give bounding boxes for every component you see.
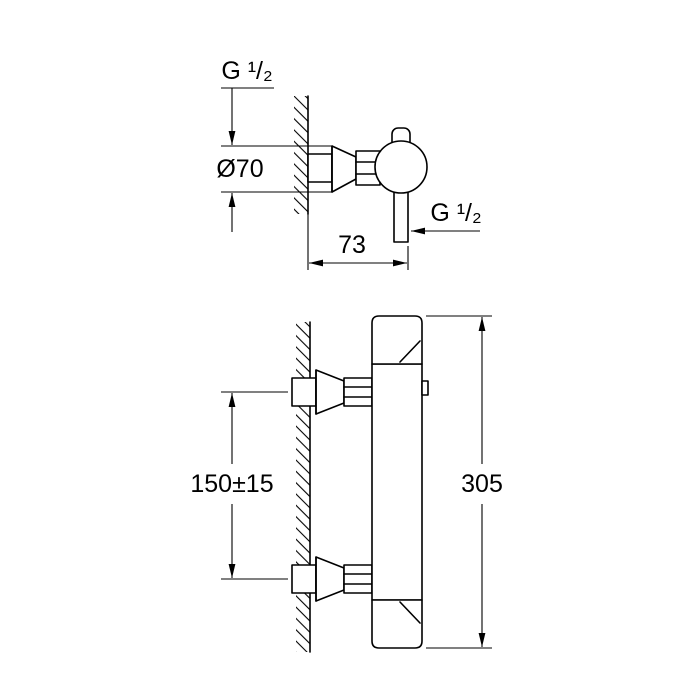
wall-hatch-top-view (294, 96, 308, 214)
width-label: 73 (338, 231, 366, 259)
thread-size-label-top: G ¹/₂ (221, 57, 272, 85)
height-label: 305 (461, 470, 503, 498)
escutcheon-cone (315, 369, 345, 415)
dimension-height-305: 305 (426, 315, 503, 649)
inlet-fitting-side (307, 145, 381, 193)
dimension-centers-150: 150±15 (190, 391, 288, 580)
handle-grip-line (399, 601, 421, 624)
dimension-width-73: 73 (307, 214, 409, 270)
escutcheon-cone (315, 556, 345, 602)
body-tube (371, 363, 423, 601)
dimension-thread-right: G ¹/₂ (411, 199, 482, 235)
wall-section-top-view (294, 95, 309, 215)
side-port (421, 380, 429, 396)
thread-size-label-right: G ¹/₂ (430, 199, 481, 227)
union-square-fitting (291, 377, 317, 407)
escutcheon-cone (331, 145, 357, 193)
volume-handle (371, 599, 423, 649)
union-square-fitting (307, 153, 333, 183)
centers-label: 150±15 (190, 470, 273, 498)
wall-section-front-view (296, 321, 311, 653)
wall-hatch-front-view (296, 322, 310, 652)
thermostat-body (371, 315, 429, 649)
front-view: 150±15 305 (190, 315, 503, 653)
union-nut (343, 564, 373, 594)
outlet-pipe (393, 190, 409, 243)
wall-union-top (291, 369, 373, 415)
union-nut (343, 377, 373, 407)
handle-grip-line (399, 340, 421, 363)
dimension-diameter-70: Ø70 (216, 145, 332, 232)
temperature-handle (371, 315, 423, 365)
diameter-label: Ø70 (216, 155, 263, 183)
wall-union-bottom (291, 556, 373, 602)
top-view: G ¹/₂ Ø70 73 G ¹/₂ (216, 57, 482, 270)
union-square-fitting (291, 564, 317, 594)
dimension-thread-top-left: G ¹/₂ (221, 57, 274, 145)
valve-body-circle (374, 140, 428, 194)
valve-body-side (374, 127, 428, 243)
